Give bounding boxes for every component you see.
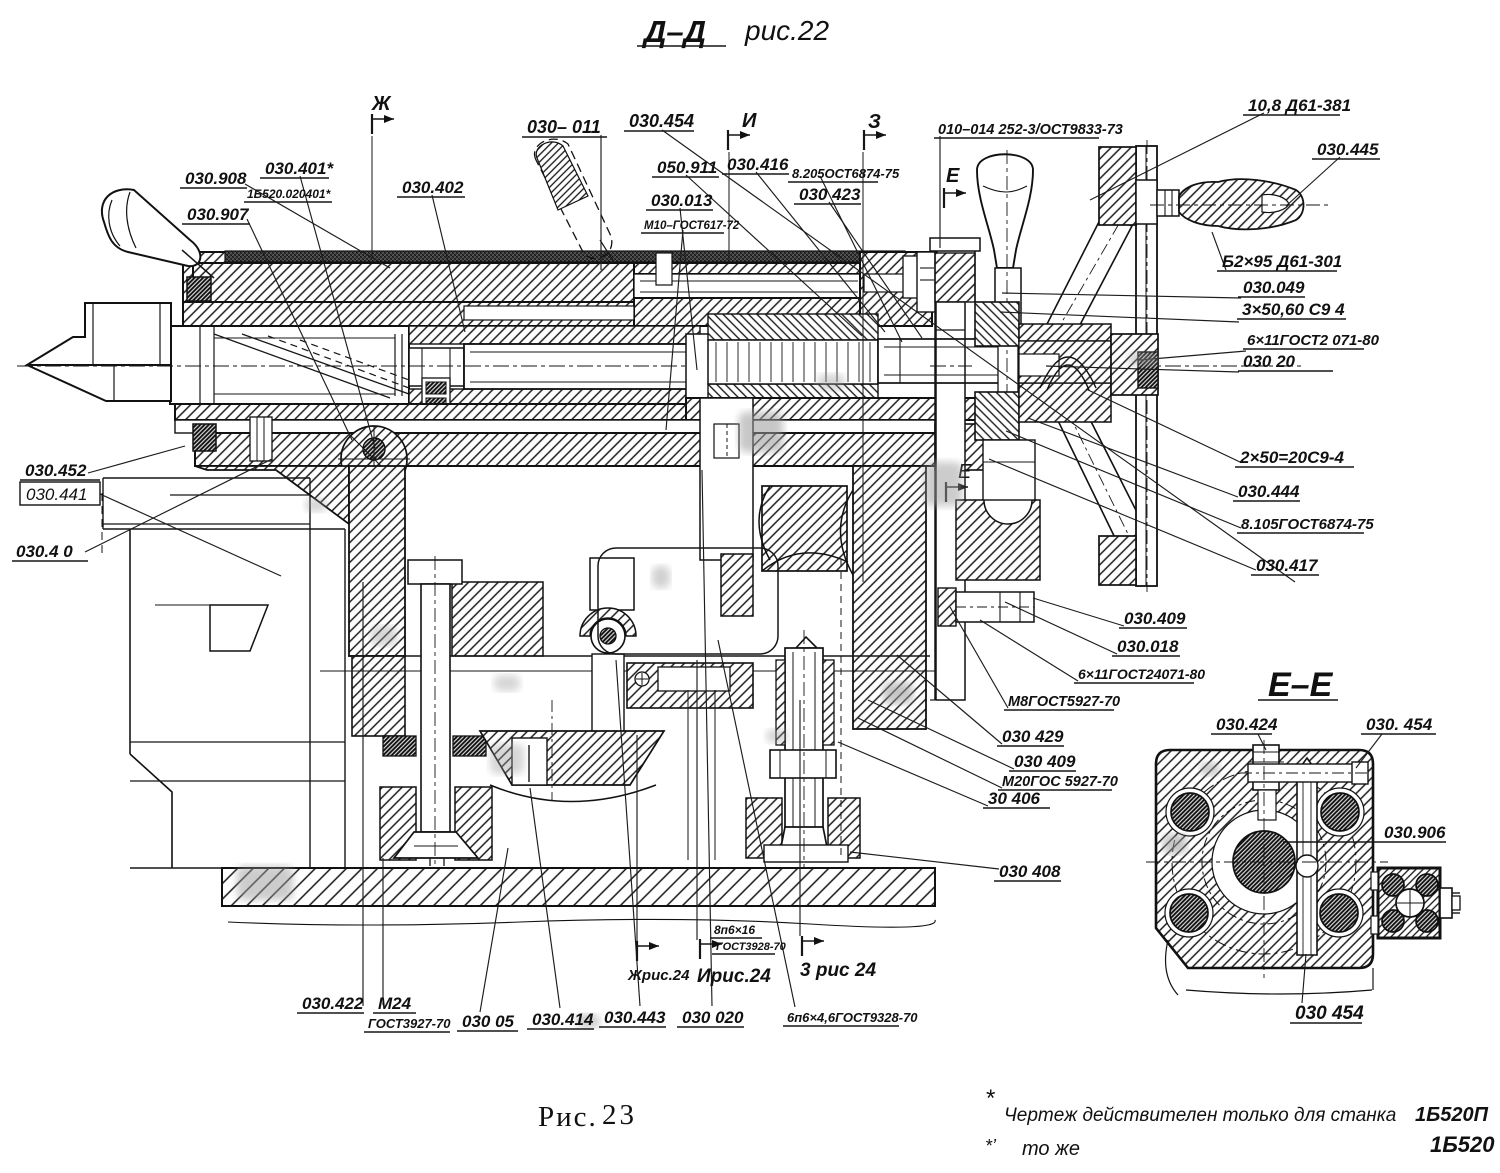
- svg-text:030.013: 030.013: [651, 191, 713, 210]
- svg-text:23: 23: [602, 1099, 637, 1131]
- svg-text:З: З: [868, 111, 881, 133]
- svg-text:030.417: 030.417: [1256, 556, 1319, 575]
- svg-text:ГОСТ3927-70: ГОСТ3927-70: [368, 1016, 451, 1031]
- svg-text:030 408: 030 408: [999, 862, 1061, 881]
- svg-text:1Б520: 1Б520: [1430, 1132, 1495, 1157]
- svg-text:30 406: 30 406: [988, 789, 1041, 808]
- svg-text:030.445: 030.445: [1317, 140, 1379, 159]
- svg-text:030.906: 030.906: [1384, 823, 1446, 842]
- svg-text:030.454: 030.454: [629, 111, 694, 131]
- svg-text:030.424: 030.424: [1216, 715, 1278, 734]
- svg-text:030.018: 030.018: [1117, 637, 1179, 656]
- svg-text:6×11ГОСТ2 071-80: 6×11ГОСТ2 071-80: [1247, 332, 1380, 349]
- svg-text:030.907: 030.907: [187, 205, 250, 224]
- svg-text:10,8 Д61-381: 10,8 Д61-381: [1248, 96, 1351, 115]
- svg-text:3×50,60 С9 4: 3×50,60 С9 4: [1242, 300, 1345, 319]
- svg-text:030 05: 030 05: [462, 1012, 515, 1031]
- svg-text:030 423: 030 423: [799, 185, 861, 204]
- svg-text:8п6×16: 8п6×16: [714, 923, 755, 937]
- svg-text:3 рис 24: 3 рис 24: [800, 960, 876, 981]
- svg-text:030.402: 030.402: [402, 178, 464, 197]
- svg-text:030– 011: 030– 011: [527, 117, 601, 137]
- svg-text:М10–ГОСТ617-72: М10–ГОСТ617-72: [644, 220, 740, 232]
- svg-text:030.409: 030.409: [1124, 609, 1186, 628]
- svg-text:И: И: [742, 110, 757, 132]
- svg-text:*’: *’: [985, 1136, 997, 1156]
- svg-text:050.911: 050.911: [657, 158, 717, 177]
- svg-text:030.444: 030.444: [1238, 482, 1300, 501]
- svg-text:1Б520.020401*: 1Б520.020401*: [247, 187, 332, 201]
- svg-text:6п6×4,6ГОСТ9328-70: 6п6×4,6ГОСТ9328-70: [787, 1010, 918, 1025]
- svg-text:030 454: 030 454: [1295, 1003, 1364, 1024]
- svg-text:Е–Е: Е–Е: [1268, 666, 1334, 704]
- svg-text:030.4 0: 030.4 0: [16, 542, 73, 561]
- svg-text:Д–Д: Д–Д: [641, 14, 706, 49]
- svg-text:Ирис.24: Ирис.24: [697, 966, 771, 987]
- svg-text:8.205ОСТ6874-75: 8.205ОСТ6874-75: [792, 166, 900, 181]
- svg-text:2×50=20С9-4: 2×50=20С9-4: [1239, 448, 1345, 467]
- svg-text:030. 454: 030. 454: [1366, 715, 1433, 734]
- svg-text:030.049: 030.049: [1243, 278, 1305, 297]
- svg-text:ГОСТ3928-70: ГОСТ3928-70: [716, 941, 787, 953]
- svg-text:1Б520П: 1Б520П: [1415, 1104, 1489, 1126]
- svg-text:030.414: 030.414: [532, 1010, 594, 1029]
- svg-text:030 020: 030 020: [682, 1008, 744, 1027]
- svg-text:М8ГОСТ5927-70: М8ГОСТ5927-70: [1008, 694, 1120, 710]
- svg-text:030.452: 030.452: [25, 461, 87, 480]
- svg-text:то же: то же: [1022, 1138, 1080, 1160]
- svg-text:030 429: 030 429: [1002, 727, 1064, 746]
- svg-text:Е: Е: [946, 165, 960, 187]
- svg-text:030 409: 030 409: [1014, 752, 1076, 771]
- svg-text:Жрис.24: Жрис.24: [627, 967, 690, 984]
- svg-text:030.416: 030.416: [727, 155, 789, 174]
- svg-text:рис.22: рис.22: [744, 15, 829, 46]
- svg-text:030.401*: 030.401*: [265, 159, 334, 178]
- svg-text:010–014 252-3/ОСТ9833-73: 010–014 252-3/ОСТ9833-73: [938, 122, 1123, 138]
- svg-text:М24: М24: [378, 994, 412, 1013]
- svg-text:030.908: 030.908: [185, 169, 247, 188]
- svg-text:Чертеж действителен только дл: Чертеж действителен только для станка: [1004, 1105, 1396, 1126]
- svg-text:Ж: Ж: [371, 93, 392, 115]
- svg-text:030.441: 030.441: [26, 485, 87, 504]
- svg-text:030.422: 030.422: [302, 994, 364, 1013]
- svg-text:Б2×95 Д61-301: Б2×95 Д61-301: [1222, 252, 1342, 271]
- svg-text:8.105ГОСТ6874-75: 8.105ГОСТ6874-75: [1241, 516, 1374, 533]
- svg-text:6×11ГОСТ24071-80: 6×11ГОСТ24071-80: [1078, 666, 1205, 682]
- svg-text:030.443: 030.443: [604, 1008, 666, 1027]
- svg-text:Рис.: Рис.: [538, 1101, 598, 1133]
- svg-text:*: *: [985, 1085, 995, 1112]
- svg-text:030 20: 030 20: [1243, 352, 1296, 371]
- svg-text:М20ГОС 5927-70: М20ГОС 5927-70: [1002, 774, 1118, 790]
